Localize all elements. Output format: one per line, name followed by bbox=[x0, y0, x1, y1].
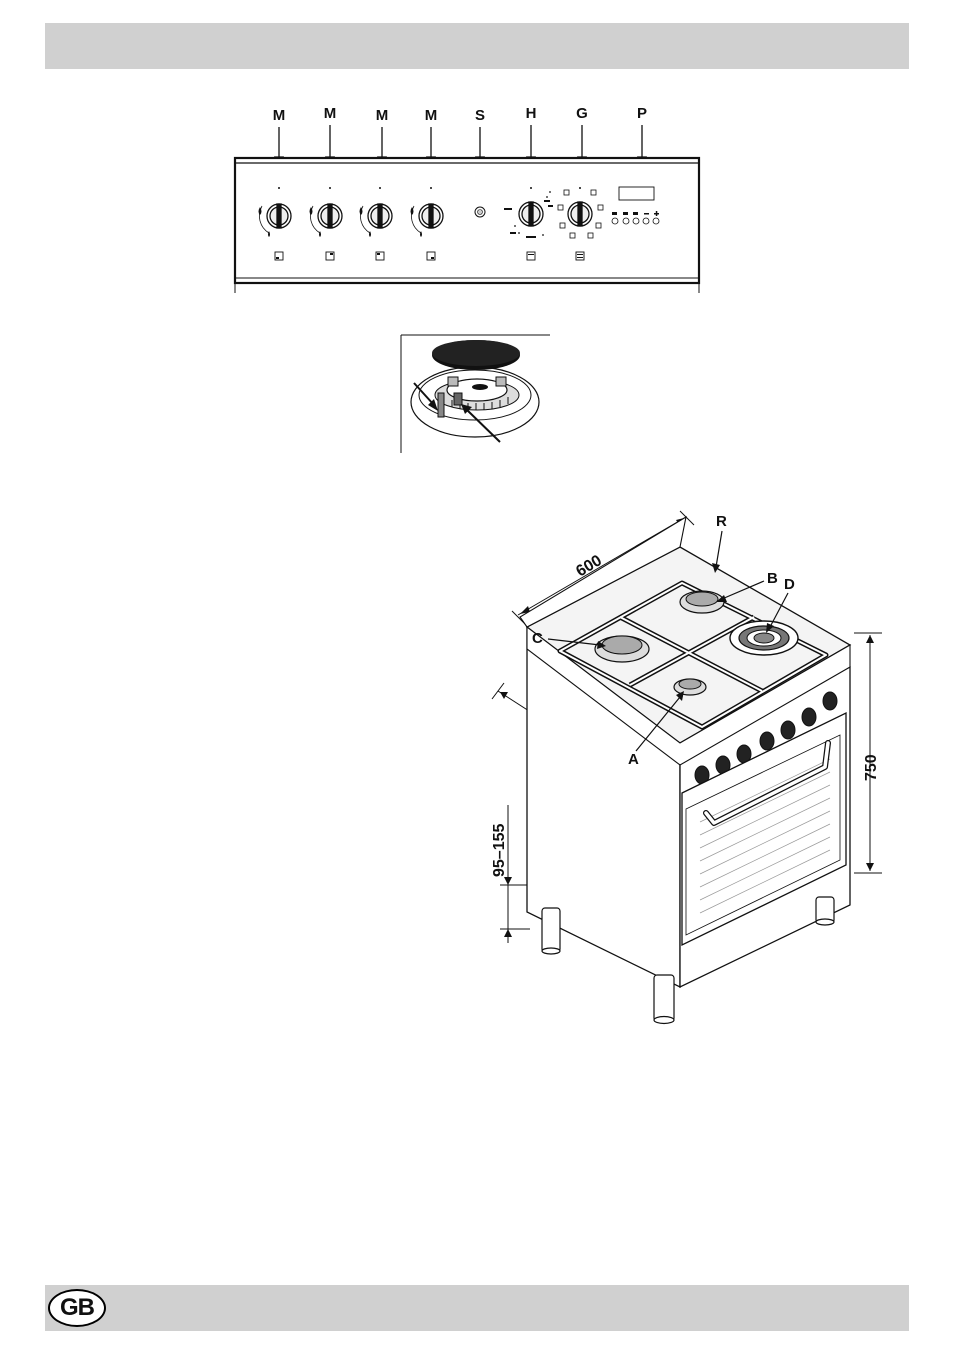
label-p: P bbox=[637, 105, 647, 122]
label-b: B bbox=[767, 570, 778, 587]
label-d: D bbox=[784, 576, 795, 593]
country-badge-label: GB bbox=[60, 1294, 94, 1322]
programmer-display bbox=[619, 187, 654, 200]
control-panel-diagram: M M M M S H G P bbox=[230, 95, 705, 315]
dimension-height: 750 bbox=[863, 754, 880, 781]
label-m-1: M bbox=[273, 107, 286, 124]
label-s: S bbox=[475, 107, 485, 124]
label-m-3: M bbox=[376, 107, 389, 124]
label-m-4: M bbox=[425, 107, 438, 124]
label-a: A bbox=[628, 751, 639, 768]
country-badge: GB bbox=[48, 1289, 106, 1327]
burner-detail-diagram bbox=[400, 335, 552, 455]
label-m-2: M bbox=[324, 105, 337, 122]
footer-bar bbox=[45, 1285, 909, 1331]
label-c: C bbox=[532, 630, 543, 647]
label-h: H bbox=[526, 105, 537, 122]
dimension-feet: 95–155 bbox=[491, 824, 508, 877]
header-bar bbox=[45, 23, 909, 69]
cooker-diagram: 600 600 750 95–155 bbox=[490, 505, 890, 1030]
label-g: G bbox=[576, 105, 588, 122]
label-r: R bbox=[716, 513, 727, 530]
